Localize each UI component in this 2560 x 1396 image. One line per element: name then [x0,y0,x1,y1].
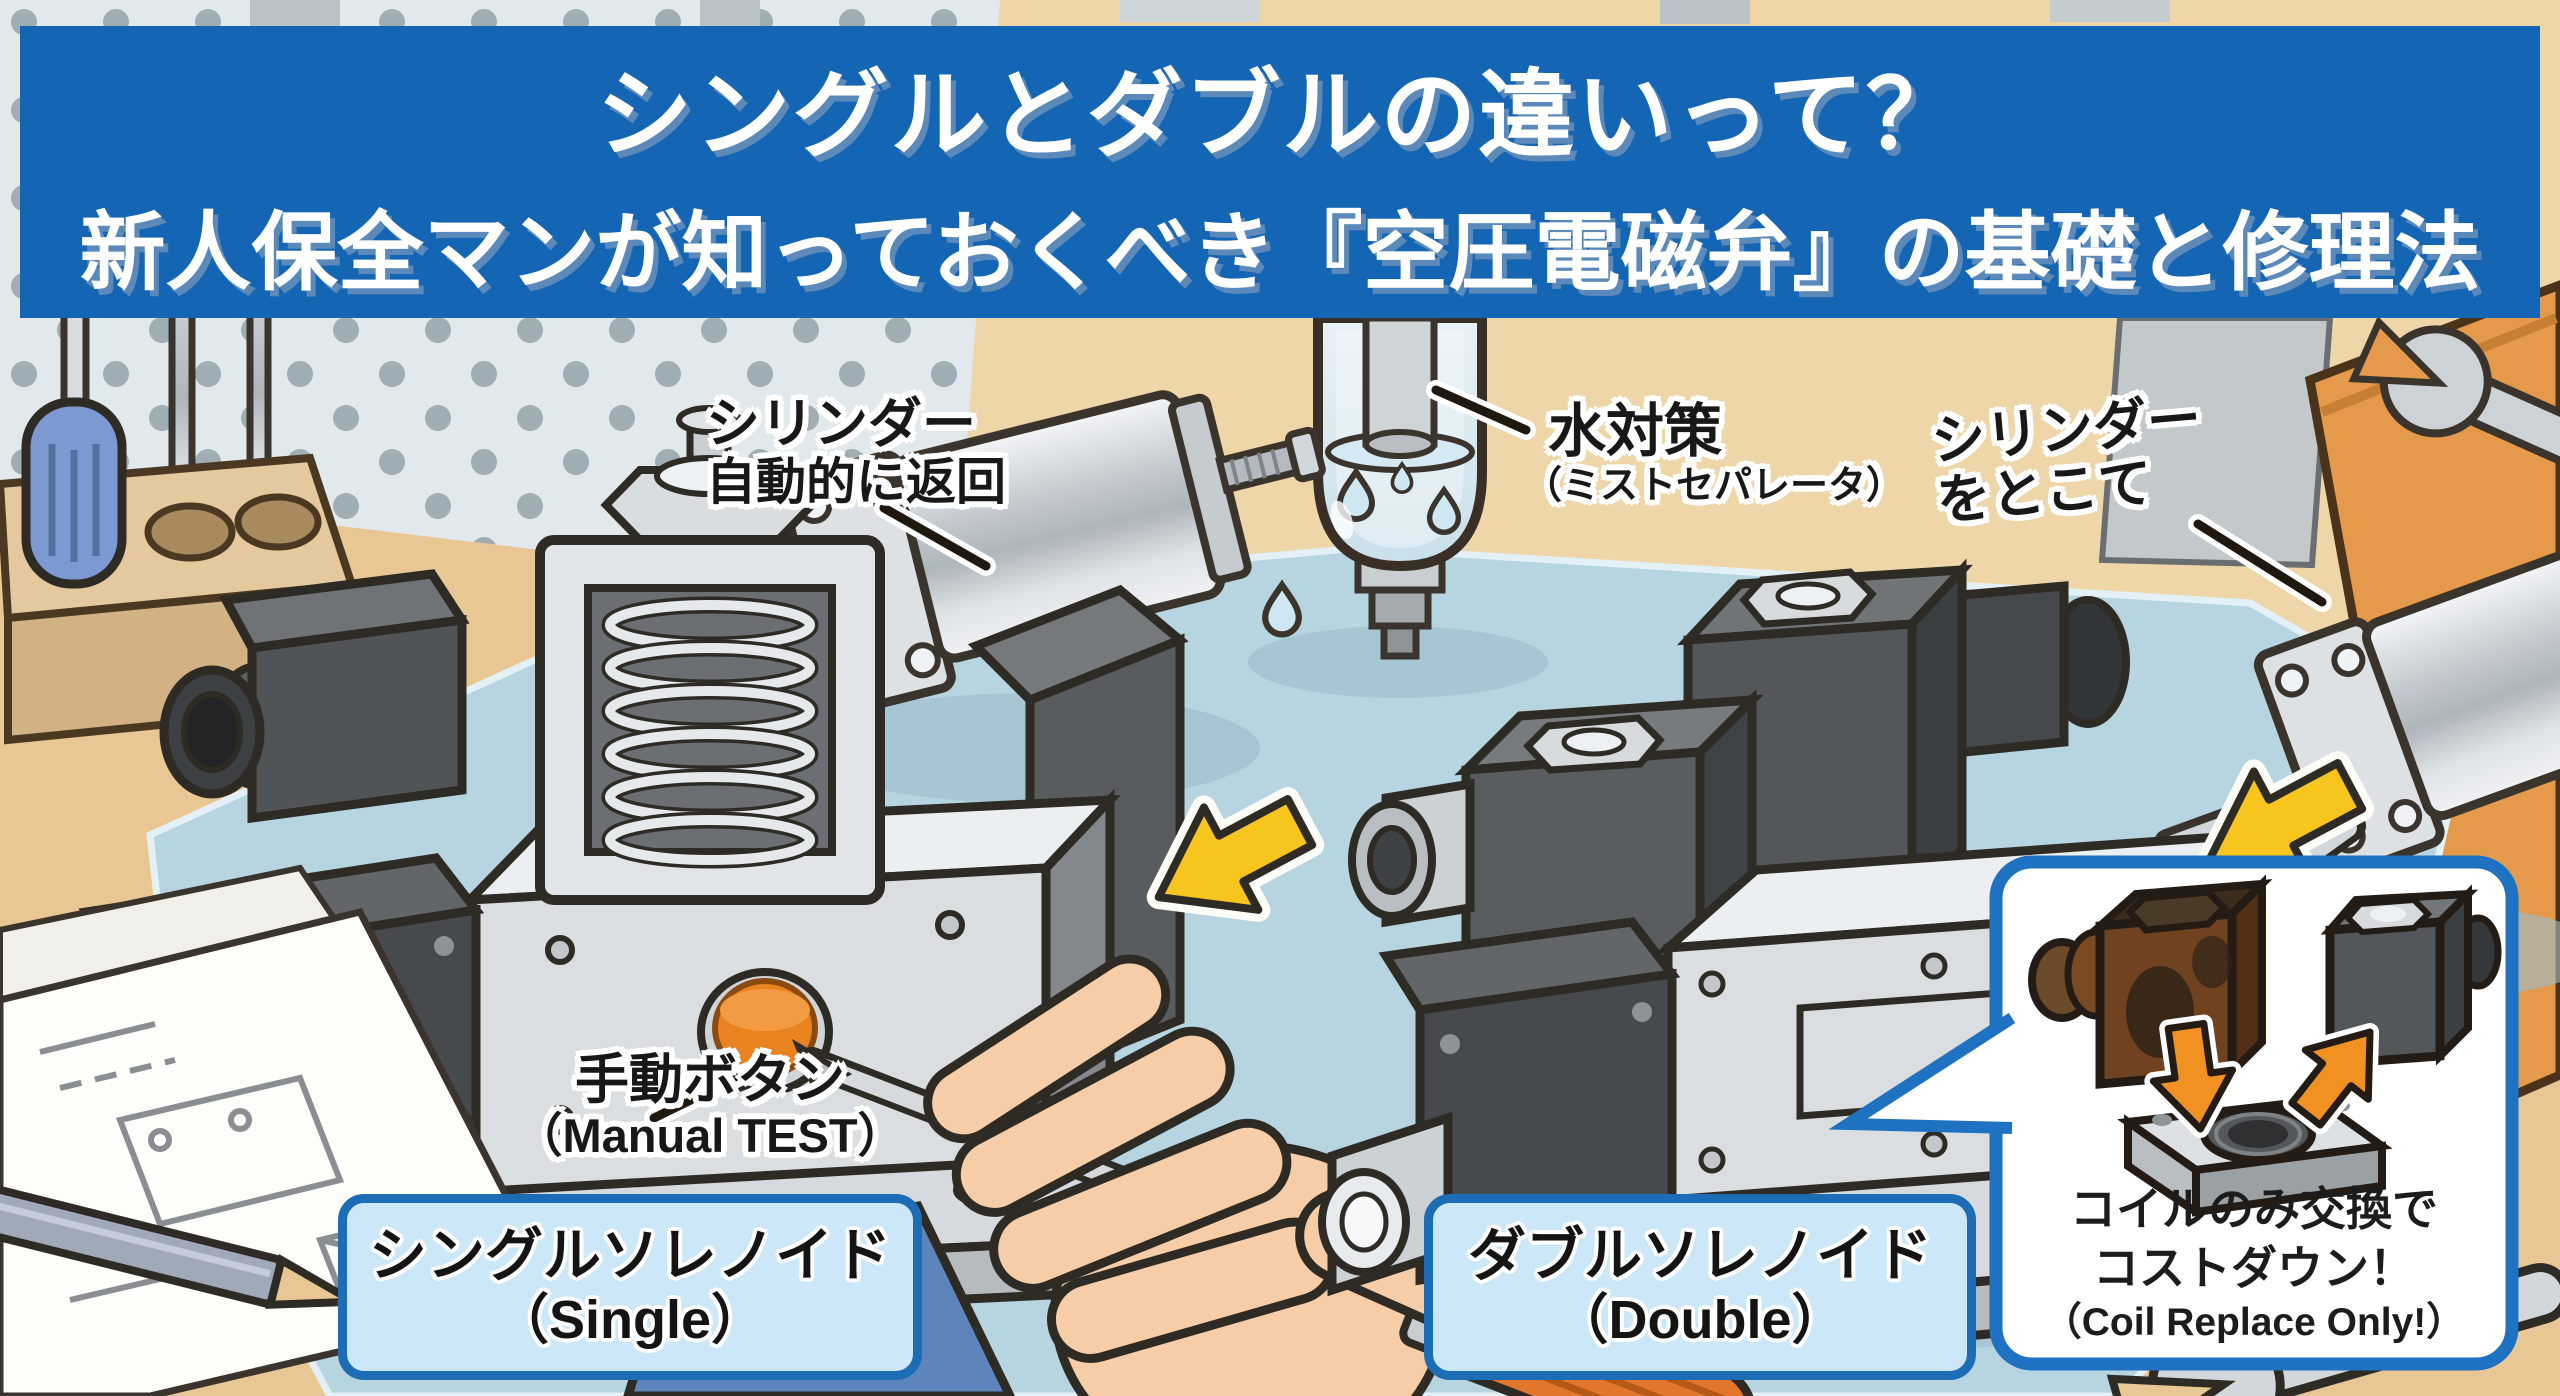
tag-single-solenoid: シングルソレノイド （Single） [338,1194,922,1380]
pencil-icon [0,1172,368,1309]
label-manual-button: 手動ボタン （Manual TEST） [515,1050,905,1163]
tag-double-solenoid: ダブルソレノイド （Double） [1424,1194,1976,1380]
wrench-in-box-icon [2348,316,2560,492]
title-banner: シングルとダブルの違いって？ 新人保全マンが知っておくべき『空圧電磁弁』の基礎と… [20,26,2540,318]
new-coil-icon [2320,884,2502,1069]
callout-text: コイルのみ交換で コストダウン！ （Coil Replace Only!） [2042,1183,2466,1344]
left-hex-fitting [1348,778,1475,928]
spring-frame [535,405,885,905]
label-cylinder-right: シリンダー をとこて [1929,388,2204,533]
pointer-lines [644,380,2332,1128]
title-line-2: 新人保全マンが知っておくべき『空圧電磁弁』の基礎と修理法 [79,205,2481,301]
label-cylinder-auto-return: シリンダー 自動的に返回 [706,394,1006,511]
coil-replace-callout [1828,855,2519,1371]
gray-cabinet [2098,315,2334,569]
solenoid-connector [159,569,470,824]
burnt-coil-icon [2028,874,2273,1089]
label-water-measures: 水対策 （ミストセパレータ） [1524,399,1905,507]
coil-spring-icon [601,596,819,869]
title-line-1: シングルとダブルの違いって？ [596,62,1964,169]
